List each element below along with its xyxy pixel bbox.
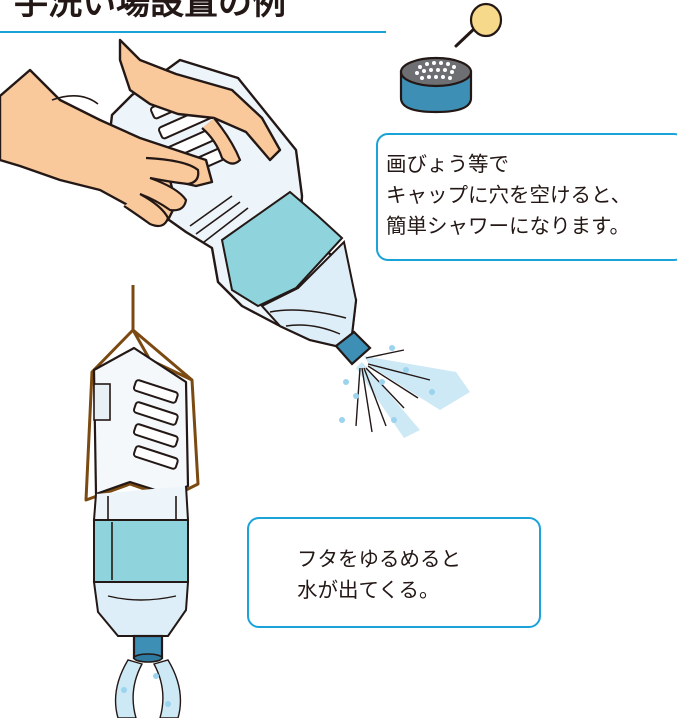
hanging-bottle (84, 285, 200, 718)
page-title: 手洗い場設置の例 (14, 0, 286, 23)
callout-shower-tip: 画びょう等で キャップに穴を空けると、 簡単シャワーになります。 (376, 133, 677, 261)
perforated-cap-icon (399, 56, 473, 114)
callout-loosen-line-1: フタをゆるめると (297, 547, 461, 571)
callout-shower-line-3: 簡単シャワーになります。 (386, 214, 630, 238)
shower-spray (339, 345, 470, 438)
pushpin-icon (454, 2, 503, 48)
callout-shower-line-1: 画びょう等で (386, 152, 509, 176)
callout-loosen-line-2: 水が出てくる。 (297, 578, 440, 602)
hands (0, 38, 282, 228)
callout-loosen-cap: フタをゆるめると 水が出てくる。 (247, 517, 541, 628)
callout-shower-line-2: キャップに穴を空けると、 (386, 183, 632, 207)
